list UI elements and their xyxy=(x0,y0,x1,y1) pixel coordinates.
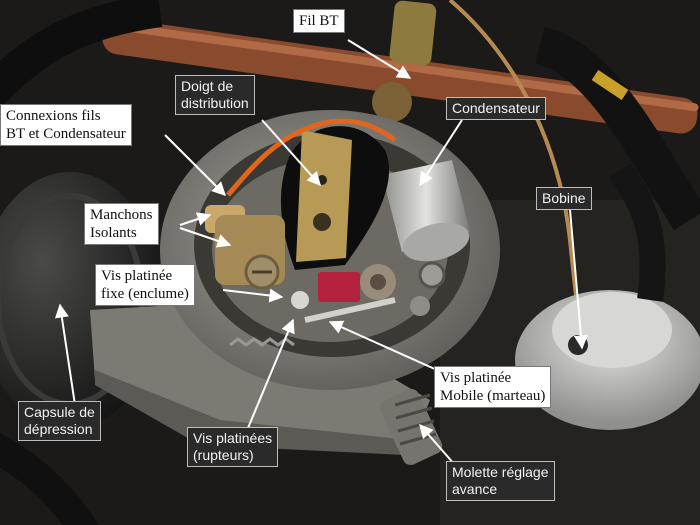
label-doigt-distribution: Doigt de distribution xyxy=(175,75,255,115)
moving-contact-arm xyxy=(304,297,396,323)
label-vis-fixe-line-1: Vis platinée xyxy=(101,268,173,284)
arrow-doigt xyxy=(261,119,321,187)
lower-screw xyxy=(410,296,430,316)
label-manchons-line-1: Manchons xyxy=(90,207,153,223)
label-condensateur-text: Condensateur xyxy=(452,100,540,116)
arrow-vis-mobile xyxy=(328,320,438,371)
leader-arrows xyxy=(54,39,588,466)
connector-spring xyxy=(372,82,412,122)
label-vis-mobile-line-2: Mobile (marteau) xyxy=(440,388,546,404)
label-doigt-line-2: distribution xyxy=(181,95,249,111)
condenser-end xyxy=(402,222,470,262)
label-rupteurs-line-2: (rupteurs) xyxy=(193,447,254,463)
arrow-condensateur xyxy=(419,119,463,187)
label-fil-bt: Fil BT xyxy=(293,9,345,33)
rotor-center xyxy=(313,213,331,231)
label-condensateur: Condensateur xyxy=(446,97,546,120)
plate-screw xyxy=(418,261,446,289)
label-rupteurs: Vis platinées (rupteurs) xyxy=(187,427,279,467)
black-hose-left xyxy=(0,0,163,107)
hose-right-clamp xyxy=(591,70,629,100)
label-molette: Molette réglage avance xyxy=(446,461,555,501)
arrow-manchons-1 xyxy=(179,212,212,226)
label-connexions-line-1: Connexions fils xyxy=(6,108,101,124)
label-molette-line-2: avance xyxy=(452,481,498,497)
label-manchons: Manchons Isolants xyxy=(84,203,159,245)
coil-lead xyxy=(609,162,666,302)
label-bobine-text: Bobine xyxy=(542,190,586,206)
label-connexions: Connexions fils BT et Condensateur xyxy=(0,104,132,146)
label-rupteurs-line-1: Vis platinées xyxy=(193,430,273,446)
red-breaker-pad xyxy=(318,272,360,302)
black-hose-right xyxy=(534,26,700,231)
label-manchons-line-2: Isolants xyxy=(90,225,137,241)
coil-terminal xyxy=(568,335,588,355)
arrow-capsule xyxy=(54,303,76,406)
breaker-pivot-center xyxy=(370,274,386,290)
arrow-rupteurs xyxy=(247,318,295,429)
arrow-molette xyxy=(419,423,456,466)
label-vis-fixe-line-2: fixe (enclume) xyxy=(101,286,189,302)
label-vis-fixe: Vis platinée fixe (enclume) xyxy=(95,264,195,306)
label-bobine: Bobine xyxy=(536,187,592,210)
label-connexions-line-2: BT et Condensateur xyxy=(6,126,126,142)
coil-cap xyxy=(552,292,672,368)
arrow-bobine xyxy=(569,209,588,350)
points-contact xyxy=(291,291,309,309)
label-doigt-line-1: Doigt de xyxy=(181,78,234,94)
orange-wire xyxy=(226,118,397,197)
label-vis-mobile: Vis platinée Mobile (marteau) xyxy=(434,366,552,408)
arrow-manchons-2 xyxy=(179,227,232,248)
label-molette-line-1: Molette réglage xyxy=(452,464,549,480)
black-hose-bottom-left xyxy=(0,433,99,525)
label-fil-bt-text: Fil BT xyxy=(299,13,339,29)
arrow-fil-bt xyxy=(347,39,412,79)
arrow-vis-fixe xyxy=(222,288,284,303)
rotor-brass-contact xyxy=(296,130,352,262)
label-capsule-line-1: Capsule de xyxy=(24,404,95,420)
wire-connector-top xyxy=(389,0,437,66)
label-vis-mobile-line-1: Vis platinée xyxy=(440,370,512,386)
knob-knurling xyxy=(394,393,437,446)
arrow-connexions xyxy=(164,134,226,196)
label-capsule-line-2: dépression xyxy=(24,421,93,437)
label-capsule: Capsule de dépression xyxy=(18,401,101,441)
distributor-arm-shade xyxy=(95,370,410,455)
